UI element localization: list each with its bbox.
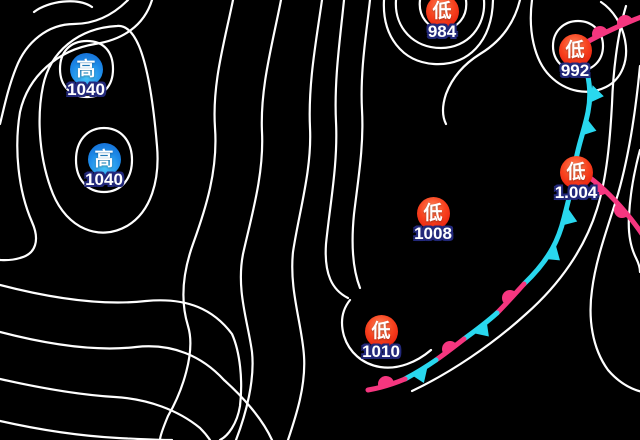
warm-front-semicircle-icon (592, 26, 608, 38)
isobar-line (529, 0, 628, 93)
warm-front-semicircle-icon (378, 376, 394, 386)
cold-front-triangle-icon (410, 367, 428, 384)
isobar-line (58, 39, 115, 99)
cold-front-triangle-icon (581, 118, 597, 136)
cold-front-triangle-icon (544, 245, 560, 261)
warm-front-southeast-line (586, 174, 640, 236)
isobar-line (351, 0, 372, 290)
isobar-line (551, 19, 605, 73)
isobar-line (0, 377, 212, 440)
warm-front-semicircle-icon (502, 290, 516, 304)
isobar-line (38, 24, 159, 234)
isobar-line (382, 0, 495, 66)
isobar-line (32, 0, 94, 14)
warm-front-semicircle-icon (442, 341, 457, 355)
isobar-line (0, 330, 274, 440)
warm-front-semicircle-icon (614, 204, 628, 218)
isobar-line (394, 0, 486, 50)
front-lines (365, 14, 640, 393)
isobar-line (0, 0, 154, 262)
isobar-line (441, 0, 522, 126)
isobar-line (418, 0, 468, 31)
stationary-front-warm-2-line (433, 336, 467, 363)
stationary-front-warm-3-line (365, 376, 408, 393)
isobar-line (158, 0, 235, 440)
isobar-line (627, 148, 640, 274)
isobar-line (589, 64, 640, 393)
isobar-line (0, 283, 243, 440)
isobar-line (0, 0, 130, 126)
isobar-line (286, 0, 324, 440)
cold-front-triangle-icon (473, 320, 489, 337)
cold-front-triangle-icon (561, 208, 578, 226)
isobar-line (324, 0, 350, 300)
isobar-line (74, 126, 134, 194)
isobar-line (340, 298, 433, 369)
isobar-line (234, 0, 283, 440)
stationary-front-cold-2-line (402, 357, 439, 382)
cold-front-triangle-icon (589, 85, 604, 103)
stationary-front-cold-1-line (461, 310, 500, 342)
stationary-front-warm-1-line (494, 281, 527, 316)
isobar-line (410, 4, 628, 393)
warm-front-semicircle-icon (593, 181, 607, 195)
warm-front-semicircle-icon (617, 15, 633, 27)
isobar-line (0, 419, 174, 440)
